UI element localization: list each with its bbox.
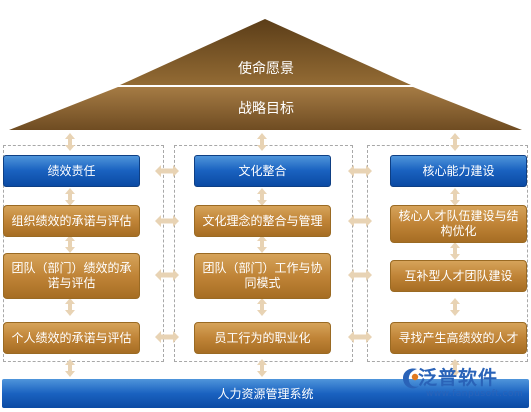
arrow-up-down-icon bbox=[257, 298, 267, 316]
strategic-goal-label: 战略目标 bbox=[238, 101, 294, 117]
item-org-performance: 组织绩效的承诺与评估 bbox=[3, 205, 140, 237]
arrow-left-right-icon bbox=[348, 269, 372, 281]
roof-bottom-band bbox=[9, 87, 522, 130]
fanpu-logo: 泛普软件 www.fanpusoft.com bbox=[398, 361, 530, 411]
mission-vision-label: 使命愿景 bbox=[238, 61, 294, 77]
arrow-up-down-icon bbox=[65, 235, 75, 253]
arrow-up-down-icon bbox=[65, 298, 75, 316]
arrow-up-down-icon bbox=[257, 133, 267, 151]
arrow-up-down-icon bbox=[65, 188, 75, 206]
arrow-up-down-icon bbox=[65, 133, 75, 151]
arrow-left-right-icon bbox=[155, 215, 179, 227]
arrow-up-down-icon bbox=[257, 235, 267, 253]
item-complementary-team: 互补型人才团队建设 bbox=[390, 260, 527, 292]
item-team-collaboration: 团队（部门）工作与协同模式 bbox=[194, 253, 331, 299]
hr-management-system-bar: 人力资源管理系统 bbox=[2, 379, 529, 408]
item-employee-professionalism: 员工行为的职业化 bbox=[194, 322, 331, 354]
header-culture-integration: 文化整合 bbox=[194, 155, 331, 187]
arrow-up-down-icon bbox=[450, 242, 460, 260]
item-high-performance-talent: 寻找产生高绩效的人才 bbox=[390, 322, 527, 354]
arrow-up-down-icon bbox=[257, 188, 267, 206]
item-individual-performance: 个人绩效的承诺与评估 bbox=[3, 322, 140, 354]
arrow-left-right-icon bbox=[155, 269, 179, 281]
logo-url: www.fanpusoft.com bbox=[426, 389, 524, 399]
fanpu-logo-icon bbox=[403, 368, 419, 389]
item-core-talent-team: 核心人才队伍建设与结构优化 bbox=[390, 205, 527, 243]
item-team-performance: 团队（部门）绩效的承诺与评估 bbox=[3, 253, 140, 299]
arrow-up-down-icon bbox=[450, 188, 460, 206]
arrow-up-down-icon bbox=[65, 359, 75, 377]
arrow-left-right-icon bbox=[348, 215, 372, 227]
arrow-left-right-icon bbox=[155, 165, 179, 177]
item-culture-philosophy: 文化理念的整合与管理 bbox=[194, 205, 331, 237]
logo-text: 泛普软件 bbox=[418, 367, 499, 389]
arrow-up-down-icon bbox=[450, 133, 460, 151]
header-core-capability: 核心能力建设 bbox=[390, 155, 527, 187]
arrow-left-right-icon bbox=[348, 165, 372, 177]
arrow-left-right-icon bbox=[155, 331, 179, 343]
arrow-up-down-icon bbox=[450, 298, 460, 316]
column-frame-capability bbox=[367, 145, 528, 362]
arrow-up-down-icon bbox=[257, 359, 267, 377]
arrow-left-right-icon bbox=[348, 331, 372, 343]
roof-top-triangle bbox=[120, 19, 411, 85]
roof-pediment bbox=[9, 19, 522, 130]
header-performance-responsibility: 绩效责任 bbox=[3, 155, 140, 187]
